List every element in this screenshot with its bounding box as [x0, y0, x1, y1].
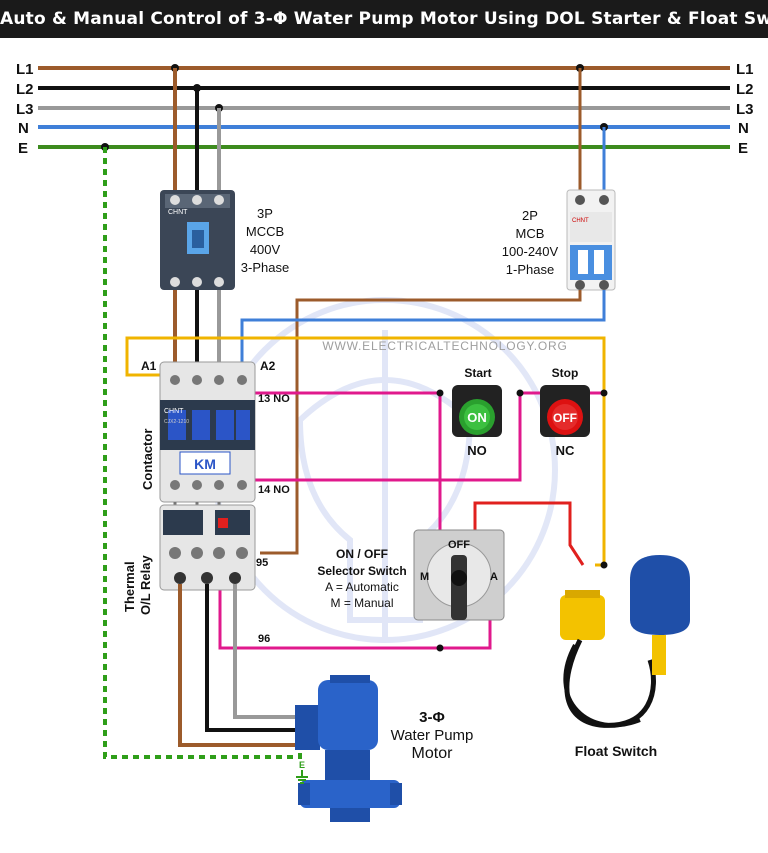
- stop-type: NC: [556, 443, 575, 458]
- contactor-label: Contactor: [140, 429, 155, 490]
- bus-lines: [38, 66, 730, 149]
- contactor-brand: CHNT: [164, 408, 184, 415]
- stop-button[interactable]: OFF: [540, 385, 590, 437]
- yellow-wire-a1: [125, 336, 606, 565]
- contactor-a1: A1: [141, 359, 157, 373]
- svg-text:Selector Switch: Selector Switch: [317, 564, 406, 578]
- label-l1-left: L1: [16, 61, 34, 78]
- line-labels-left: L1 L2 L3 N E: [16, 61, 34, 157]
- relay-95: 95: [256, 557, 268, 569]
- relay-label-1: Thermal: [122, 561, 137, 612]
- start-title: Start: [464, 366, 491, 380]
- svg-text:100-240V: 100-240V: [502, 244, 559, 259]
- stop-title: Stop: [552, 366, 579, 380]
- svg-text:ON / OFF: ON / OFF: [336, 547, 388, 561]
- label-l2-right: L2: [736, 81, 754, 98]
- neutral-control-wire: [240, 290, 606, 370]
- contactor-14no: 14 NO: [258, 484, 290, 496]
- label-l3-right: L3: [736, 101, 754, 118]
- mccb-3p-labels: 3P MCCB 400V 3-Phase: [241, 206, 289, 275]
- wiring-diagram: WWW.ELECTRICALTECHNOLOGY.ORG L1 L2 L3 N …: [16, 61, 754, 822]
- relay-label-2: O/L Relay: [138, 554, 153, 615]
- svg-text:Water Pump: Water Pump: [391, 727, 474, 744]
- start-face: ON: [467, 410, 487, 425]
- watermark-text: WWW.ELECTRICALTECHNOLOGY.ORG: [322, 339, 567, 353]
- contactor-model: CJX2-1210: [164, 419, 189, 425]
- selector-labels: ON / OFF Selector Switch A = Automatic M…: [317, 547, 406, 610]
- mccb-3p[interactable]: CHNT: [160, 190, 235, 290]
- svg-text:2P: 2P: [522, 208, 538, 223]
- motor-earth-label: E: [299, 760, 305, 770]
- start-type: NO: [467, 443, 487, 458]
- svg-text:MCB: MCB: [516, 226, 545, 241]
- contactor-a2: A2: [260, 359, 276, 373]
- svg-text:3-Φ: 3-Φ: [419, 709, 445, 726]
- line-labels-right: L1 L2 L3 N E: [736, 61, 754, 157]
- svg-text:3-Phase: 3-Phase: [241, 260, 289, 275]
- label-l2-left: L2: [16, 81, 34, 98]
- svg-text:M = Manual: M = Manual: [330, 596, 393, 610]
- label-e-right: E: [738, 140, 748, 157]
- label-n-left: N: [18, 120, 29, 137]
- mcb-2p[interactable]: CHNT: [566, 189, 616, 291]
- red-wire-float: [473, 501, 585, 566]
- contactor-km-label: KM: [194, 456, 216, 472]
- stop-face: OFF: [553, 411, 577, 425]
- contactor-13no: 13 NO: [258, 393, 290, 405]
- motor-labels: 3-Φ Water Pump Motor: [391, 709, 474, 762]
- float-label: Float Switch: [575, 743, 657, 759]
- mcb-brand: CHNT: [572, 218, 589, 224]
- svg-text:Motor: Motor: [412, 745, 454, 762]
- label-n-right: N: [738, 120, 749, 137]
- start-button[interactable]: ON: [452, 385, 502, 437]
- svg-text:MCCB: MCCB: [246, 224, 284, 239]
- thermal-overload-relay[interactable]: [159, 504, 256, 591]
- mcb-2p-labels: 2P MCB 100-240V 1-Phase: [502, 208, 559, 277]
- selector-m: M: [420, 571, 429, 583]
- label-e-left: E: [18, 140, 28, 157]
- contactor-km[interactable]: CHNT CJX2-1210 KM: [159, 361, 256, 503]
- diagram-title: Auto & Manual Control of 3-Φ Water Pump …: [0, 0, 768, 38]
- svg-text:1-Phase: 1-Phase: [506, 262, 554, 277]
- magenta-wire-14no: [245, 393, 522, 482]
- selector-a: A: [490, 571, 498, 583]
- svg-text:400V: 400V: [250, 242, 281, 257]
- water-pump-motor[interactable]: [295, 675, 402, 822]
- label-l1-right: L1: [736, 61, 754, 78]
- float-switch[interactable]: [560, 555, 690, 728]
- label-l3-left: L3: [16, 101, 34, 118]
- earth-icon: [296, 770, 308, 784]
- svg-text:A = Automatic: A = Automatic: [325, 580, 399, 594]
- mccb-brand: CHNT: [168, 209, 188, 216]
- selector-off: OFF: [448, 539, 470, 551]
- earth-wire: [103, 147, 302, 759]
- selector-switch[interactable]: OFF M A: [413, 529, 505, 621]
- phase-control-wire: [260, 290, 582, 555]
- svg-text:3P: 3P: [257, 206, 273, 221]
- relay-96: 96: [258, 633, 270, 645]
